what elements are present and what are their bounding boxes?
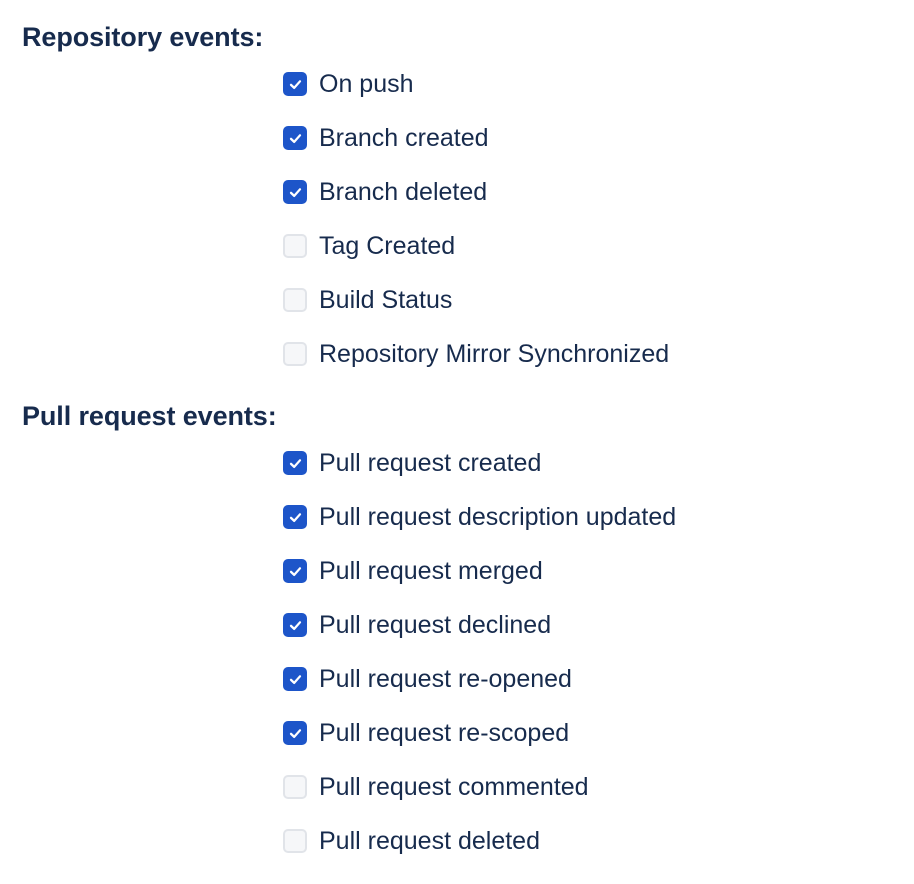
- event-option-pull-request-re-scoped[interactable]: Pull request re-scoped: [283, 706, 676, 760]
- checkbox[interactable]: [283, 234, 307, 258]
- repository-events-heading: Repository events:: [22, 22, 264, 52]
- event-option-pull-request-declined[interactable]: Pull request declined: [283, 598, 676, 652]
- event-option-on-push[interactable]: On push: [283, 57, 669, 111]
- checkbox[interactable]: [283, 613, 307, 637]
- option-label: Pull request commented: [319, 773, 589, 801]
- option-label: Branch deleted: [319, 178, 488, 206]
- option-label: Pull request merged: [319, 557, 543, 585]
- event-option-tag-created[interactable]: Tag Created: [283, 219, 669, 273]
- option-label: Pull request re-scoped: [319, 719, 570, 747]
- checkbox[interactable]: [283, 721, 307, 745]
- checkbox[interactable]: [283, 505, 307, 529]
- option-label: Build Status: [319, 286, 453, 314]
- option-label: Pull request deleted: [319, 827, 540, 855]
- event-option-branch-created[interactable]: Branch created: [283, 111, 669, 165]
- event-option-pull-request-merged[interactable]: Pull request merged: [283, 544, 676, 598]
- checkmark-icon: [289, 728, 301, 738]
- checkmark-icon: [289, 512, 301, 522]
- event-option-pull-request-created[interactable]: Pull request created: [283, 436, 676, 490]
- option-label: Tag Created: [319, 232, 456, 260]
- checkbox[interactable]: [283, 342, 307, 366]
- checkbox[interactable]: [283, 667, 307, 691]
- checkbox[interactable]: [283, 180, 307, 204]
- checkbox[interactable]: [283, 451, 307, 475]
- checkmark-icon: [289, 620, 301, 630]
- checkmark-icon: [289, 79, 301, 89]
- option-label: Pull request created: [319, 449, 542, 477]
- checkbox[interactable]: [283, 829, 307, 853]
- option-label: Repository Mirror Synchronized: [319, 340, 670, 368]
- option-label: Pull request declined: [319, 611, 552, 639]
- checkmark-icon: [289, 566, 301, 576]
- option-label: Branch created: [319, 124, 489, 152]
- option-label: Pull request re-opened: [319, 665, 572, 693]
- checkmark-icon: [289, 458, 301, 468]
- event-option-pull-request-deleted[interactable]: Pull request deleted: [283, 814, 676, 868]
- checkbox[interactable]: [283, 72, 307, 96]
- pull-request-events-heading: Pull request events:: [22, 401, 277, 431]
- checkbox[interactable]: [283, 126, 307, 150]
- event-option-build-status[interactable]: Build Status: [283, 273, 669, 327]
- checkmark-icon: [289, 187, 301, 197]
- option-label: On push: [319, 70, 414, 98]
- event-option-branch-deleted[interactable]: Branch deleted: [283, 165, 669, 219]
- event-option-pull-request-description-updated[interactable]: Pull request description updated: [283, 490, 676, 544]
- checkbox[interactable]: [283, 288, 307, 312]
- option-label: Pull request description updated: [319, 503, 677, 531]
- checkbox[interactable]: [283, 559, 307, 583]
- event-option-pull-request-re-opened[interactable]: Pull request re-opened: [283, 652, 676, 706]
- event-option-pull-request-commented[interactable]: Pull request commented: [283, 760, 676, 814]
- event-option-repository-mirror-synchronized[interactable]: Repository Mirror Synchronized: [283, 327, 669, 381]
- checkbox[interactable]: [283, 775, 307, 799]
- checkmark-icon: [289, 133, 301, 143]
- checkmark-icon: [289, 674, 301, 684]
